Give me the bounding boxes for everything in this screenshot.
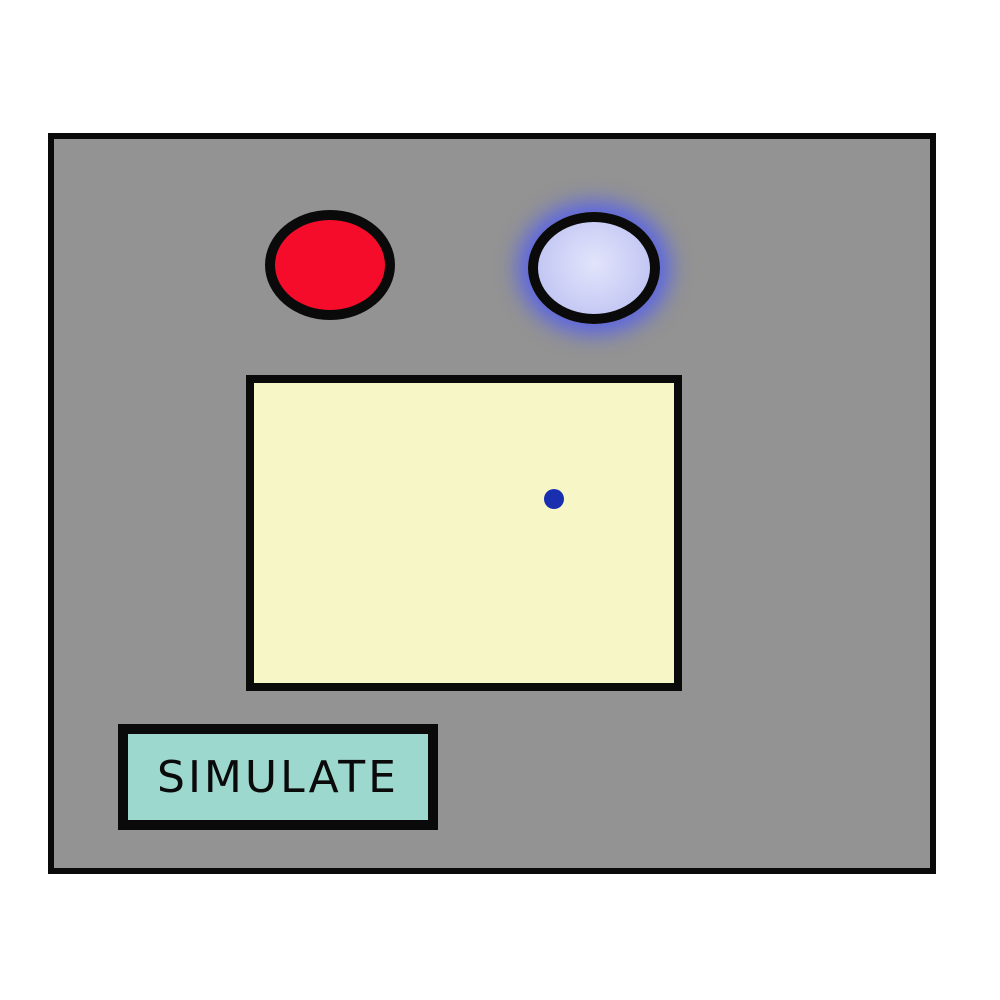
simulate-button[interactable]: SIMULATE xyxy=(118,724,438,830)
particle-dot xyxy=(544,489,564,509)
simulation-area xyxy=(246,375,682,691)
blue-indicator-light xyxy=(528,212,660,324)
red-indicator-light xyxy=(265,210,395,320)
simulate-button-label: SIMULATE xyxy=(157,751,399,803)
